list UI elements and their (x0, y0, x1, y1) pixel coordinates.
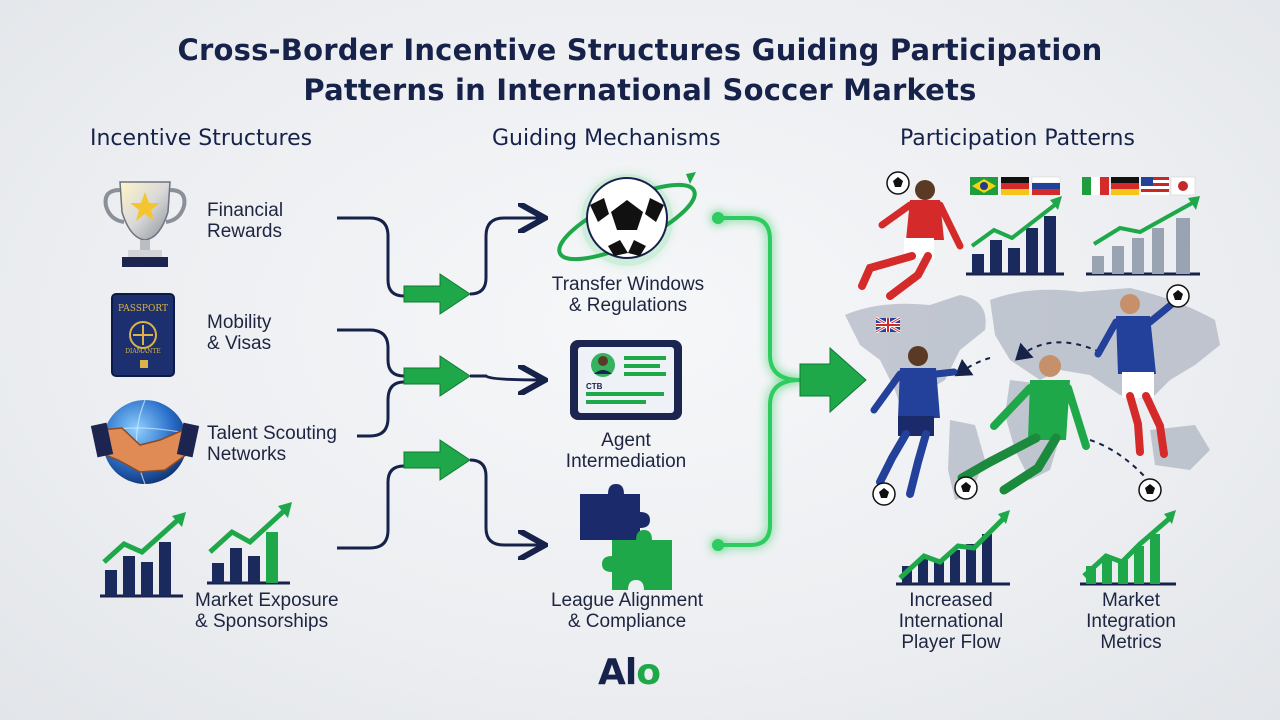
column-heading-guiding-mechanisms: Guiding Mechanisms (492, 126, 721, 151)
title-line-2: Patterns in International Soccer Markets (303, 73, 977, 107)
incentive-label-market-exposure: Market Exposure & Sponsorships (195, 590, 339, 632)
mechanism-label-transfer-windows: Transfer Windows & Regulations (551, 274, 705, 316)
usa-flag-icon (1141, 177, 1169, 195)
column-heading-incentive-structures: Incentive Structures (90, 126, 313, 151)
soccer-ball-icon (872, 482, 896, 506)
soccer-ball-orbit-icon (557, 172, 697, 266)
incentive-label-talent-scouting: Talent Scouting Networks (207, 423, 337, 465)
soccer-ball-icon (1166, 284, 1190, 308)
soccer-ball-icon (886, 171, 910, 195)
incentive-label-financial-rewards: Financial Rewards (207, 200, 284, 242)
player-movement-arcs (954, 341, 1147, 479)
passport-subtitle: DIAMANTE (125, 348, 161, 355)
incentive-label-mobility-visas: Mobility & Visas (207, 312, 272, 354)
incentive-connectors (337, 216, 405, 550)
handshake-globe-icon (90, 399, 200, 485)
column-heading-participation-patterns: Participation Patterns (900, 126, 1135, 151)
brazil-flag-icon (970, 177, 998, 195)
title-line-1: Cross-Border Incentive Structures Guidin… (177, 33, 1103, 67)
italy-flag-icon (1082, 177, 1109, 195)
outcome-label-market-integration: Market Integration Metrics (1086, 590, 1176, 653)
player-blue-kit (1094, 294, 1176, 458)
japan-flag-icon (1170, 176, 1196, 196)
mechanism-label-agent-intermediation: Agent Intermediation (565, 430, 687, 472)
player-blue-kit (870, 346, 958, 498)
growth-chart-icon (100, 512, 186, 598)
mechanism-label-league-alignment: League Alignment & Compliance (550, 590, 704, 632)
participation-chart-2 (1086, 196, 1200, 276)
soccer-ball-icon (954, 476, 978, 500)
brand-logo: Alo (598, 652, 661, 693)
player-flow-chart (896, 510, 1010, 586)
puzzle-icon (580, 484, 672, 590)
flags-group-2 (1082, 176, 1196, 196)
passport-title: PASSPORT (118, 304, 168, 314)
uk-flag-icon (875, 316, 901, 334)
germany-flag-icon (1001, 177, 1029, 195)
page-title: Cross-Border Incentive Structures Guidin… (0, 30, 1280, 110)
player-goalkeeper (957, 355, 1090, 495)
soccer-ball-icon (1138, 478, 1162, 502)
growth-chart-icon (207, 502, 292, 585)
tablet-profile-icon (570, 340, 682, 420)
tablet-text: CTB (586, 382, 603, 391)
mechanism-connectors (469, 218, 542, 545)
trophy-icon (103, 181, 187, 267)
passport-icon (111, 293, 175, 377)
outcome-label-player-flow: Increased International Player Flow (898, 590, 1004, 653)
market-integration-chart (1080, 510, 1176, 586)
flags-group-1 (970, 176, 1061, 195)
outcome-big-arrow (799, 346, 867, 414)
outcome-connector (712, 212, 818, 551)
player-red-kit (858, 180, 964, 300)
germany-flag-icon (1111, 177, 1139, 195)
participation-chart-1 (966, 196, 1064, 276)
incentive-green-arrows (403, 273, 471, 481)
flag-icon (1031, 176, 1061, 195)
